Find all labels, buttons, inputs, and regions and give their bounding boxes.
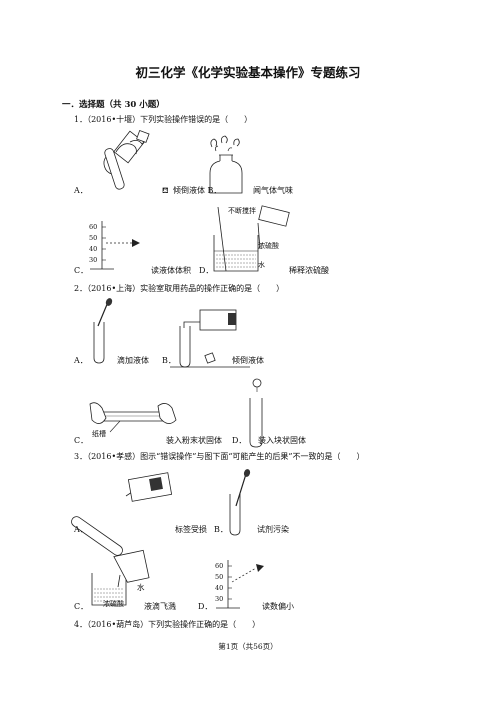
page-footer: 第1页（共56页） (218, 642, 278, 651)
q1-option-c-letter: C． (74, 266, 89, 275)
q2-paper-label: 纸槽 (92, 430, 106, 438)
q2-option-a-caption: 滴加液体 (117, 356, 149, 365)
bottle-icon: ⛾ (162, 186, 169, 195)
q1-figure-b-smelling (209, 135, 243, 194)
q1-option-a-letter: A． (74, 186, 88, 195)
q3-figure-d-cylinder (216, 560, 264, 609)
q3-option-b-caption: 试剂污染 (257, 525, 289, 534)
q2-option-a-letter: A． (74, 356, 88, 365)
q2-figure-d-block (249, 378, 263, 448)
q3-option-c-caption: 液滴飞溅 (144, 602, 176, 611)
q1-option-d-letter: D． (199, 266, 214, 275)
q3-acid-label: 浓硫酸 (103, 600, 124, 608)
q2-option-b-caption: 倾倒液体 (232, 356, 264, 365)
question-3-stem: 3．（2016•孝感）图示“错误操作”与图下面“可能产生的后果”不一致的是（ ） (74, 452, 365, 461)
q3-option-a-letter: A． (74, 525, 88, 534)
q3-option-d-caption: 读数偏小 (262, 602, 294, 611)
q1-cyl-mark-30: 30 (89, 256, 98, 264)
q3-option-a-caption: 标签受损 (175, 525, 207, 534)
section-heading: 一．选择题（共 30 小题） (62, 100, 165, 110)
q1-water-label: 水 (258, 261, 265, 269)
q2-option-d-caption: 装入块状固体 (258, 436, 306, 445)
q1-option-c-caption: 读液体体积 (151, 266, 191, 275)
q3-figure-c-dilution (91, 549, 150, 606)
q3-figure-b-dropper (229, 469, 251, 536)
q1-option-a-caption: 倾倒液体 B． (173, 186, 222, 195)
q3-option-d-letter: D． (198, 602, 213, 611)
question-2-stem: 2．（2016•上海）实验室取用药品的操作正确的是（ ） (74, 284, 285, 293)
q1-cyl-mark-60: 60 (89, 223, 98, 231)
q3-figure-a-label (71, 472, 173, 556)
q2-option-c-letter: C． (74, 436, 89, 445)
q3-option-c-letter: C． (74, 602, 89, 611)
q3-cyl-mark-60: 60 (215, 562, 224, 570)
q1-stir-label: 不断搅拌 (228, 207, 256, 215)
q2-figure-a-dropper (93, 298, 113, 364)
q1-cyl-mark-50: 50 (89, 234, 98, 242)
page-title: 初三化学《化学实验基本操作》专题练习 (135, 65, 361, 80)
q1-figure-a-pouring (103, 130, 150, 190)
q3-cyl-mark-40: 40 (215, 584, 224, 592)
q2-option-d-letter: D． (232, 436, 247, 445)
q1-figure-d-dilution (213, 205, 290, 272)
q3-water-label: 水 (137, 583, 145, 592)
q2-figure-b-pouring (170, 309, 250, 368)
q1-option-d-caption: 稀释浓硫酸 (289, 266, 329, 275)
q3-option-b-letter: B． (214, 525, 228, 534)
q1-figure-c-cylinder (90, 221, 140, 270)
q2-option-b-letter: B． (162, 356, 176, 365)
question-1-stem: 1．（2016•十堰）下列实验操作错误的是（ ） (74, 115, 253, 124)
q2-option-c-caption: 装入粉末状固体 (166, 436, 222, 445)
q1-acid-label: 浓硫酸 (258, 242, 279, 250)
q1-option-b-caption: 闻气体气味 (253, 186, 293, 195)
q3-cyl-mark-30: 30 (215, 595, 224, 603)
q2-figure-c-powder (89, 402, 177, 433)
q3-cyl-mark-50: 50 (215, 573, 224, 581)
question-4-stem: 4．（2016•葫芦岛）下列实验操作正确的是（ ） (74, 620, 261, 629)
q1-cyl-mark-40: 40 (89, 245, 98, 253)
